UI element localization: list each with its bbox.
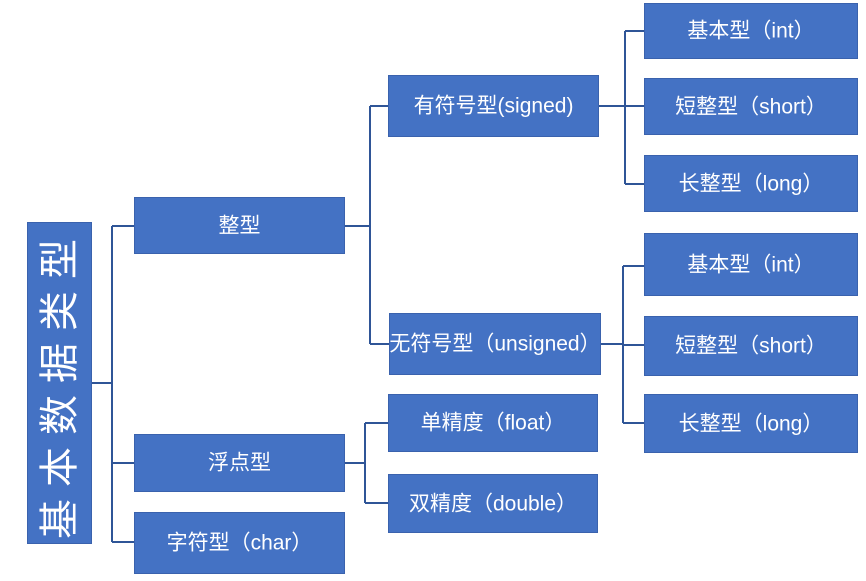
node-unsigned-short-label: 短整型（short） (675, 334, 827, 358)
connector-root-branch (92, 225, 134, 543)
node-signed: 有符号型(signed) (388, 75, 599, 137)
node-unsigned-int: 基本型（int） (644, 233, 858, 296)
node-char-label: 字符型（char） (166, 531, 313, 555)
node-float: 浮点型 (134, 434, 345, 492)
node-unsigned-short: 短整型（short） (644, 316, 858, 376)
node-signed-short-label: 短整型（short） (675, 95, 827, 118)
connector-integer-branch (345, 105, 389, 345)
node-signed-int: 基本型（int） (644, 3, 858, 59)
node-root: 基本数据类型 (27, 222, 92, 544)
node-unsigned: 无符号型（unsigned） (389, 313, 601, 375)
connector-unsigned-branch (601, 265, 644, 424)
node-unsigned-long-label: 长整型（long） (678, 412, 824, 435)
node-signed-int-label: 基本型（int） (687, 19, 815, 43)
node-integer-label: 整型 (218, 214, 261, 237)
connector-float-branch (345, 422, 388, 504)
node-char: 字符型（char） (134, 512, 345, 574)
node-signed-short: 短整型（short） (644, 78, 858, 135)
node-signed-label: 有符号型(signed) (413, 94, 574, 118)
node-float-single-label: 单精度（float） (420, 411, 566, 435)
node-integer: 整型 (134, 197, 345, 254)
node-signed-long: 长整型（long） (644, 155, 858, 212)
node-signed-long-label: 长整型（long） (678, 172, 824, 195)
node-root-label: 基本数据类型 (37, 227, 82, 539)
node-unsigned-long: 长整型（long） (644, 394, 858, 453)
connector-signed-branch (599, 30, 644, 185)
node-float-single: 单精度（float） (388, 394, 598, 452)
node-float-label: 浮点型 (208, 451, 271, 475)
node-float-double: 双精度（double） (388, 474, 598, 533)
node-unsigned-label: 无符号型（unsigned） (389, 332, 601, 356)
node-unsigned-int-label: 基本型（int） (687, 253, 815, 276)
node-float-double-label: 双精度（double） (408, 492, 578, 515)
